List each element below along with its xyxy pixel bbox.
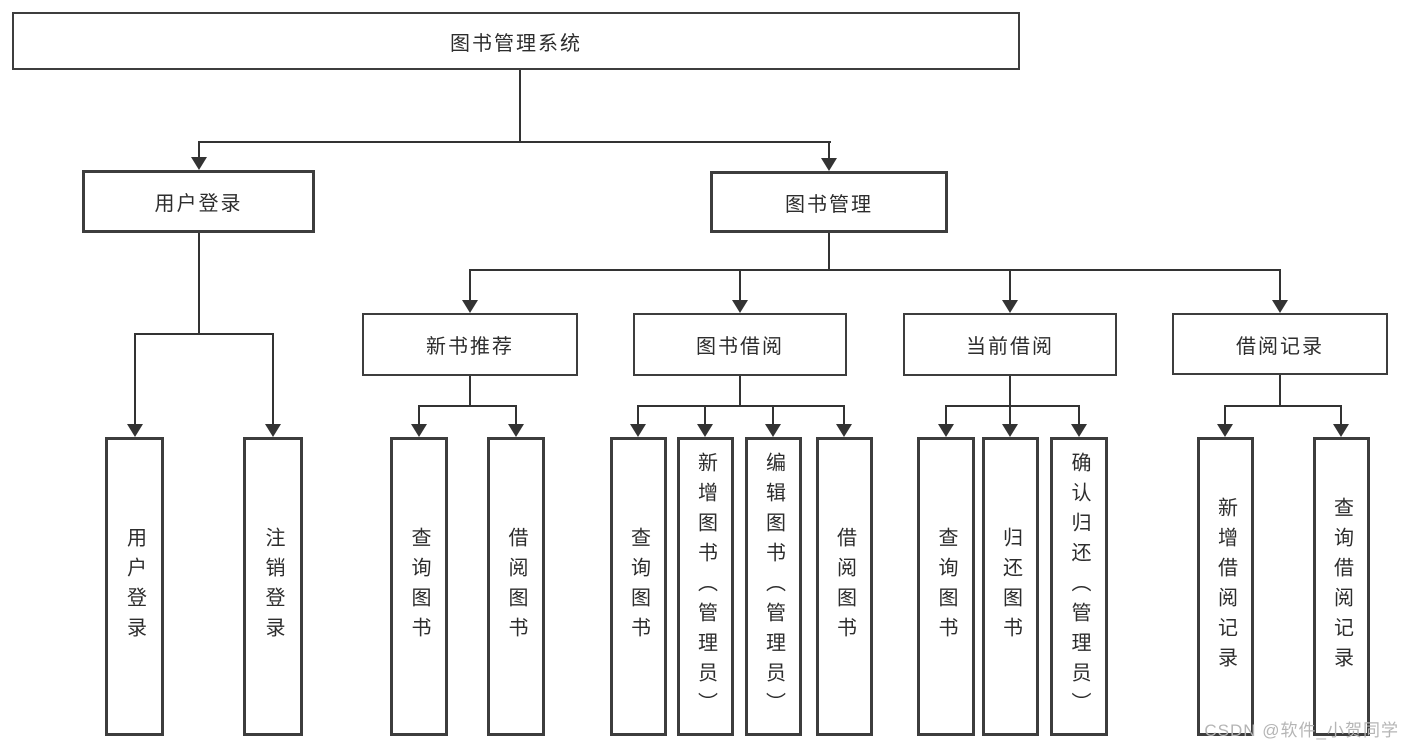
arrowhead-icon bbox=[765, 424, 781, 437]
leaf-add-book-admin: 新增图书（管理员） bbox=[677, 437, 734, 736]
connector-line bbox=[198, 141, 200, 159]
node-user-login: 用户登录 bbox=[82, 170, 315, 233]
arrowhead-icon bbox=[1071, 424, 1087, 437]
arrowhead-icon bbox=[630, 424, 646, 437]
leaf-query-borrow-record-label: 查询借阅记录 bbox=[1330, 496, 1353, 677]
node-book-management: 图书管理 bbox=[710, 171, 948, 233]
connector-line bbox=[828, 233, 830, 271]
arrowhead-icon bbox=[127, 424, 143, 437]
leaf-borrow-query-book-label: 查询图书 bbox=[627, 526, 650, 647]
connector-line bbox=[469, 269, 1281, 271]
node-new-book-recommend: 新书推荐 bbox=[362, 313, 578, 376]
arrowhead-icon bbox=[508, 424, 524, 437]
leaf-logout-label: 注销登录 bbox=[262, 526, 284, 647]
leaf-current-query-book-label: 查询图书 bbox=[935, 526, 957, 647]
connector-line bbox=[1224, 405, 1342, 407]
node-book-borrow-label: 图书借阅 bbox=[696, 336, 784, 358]
node-borrow-record: 借阅记录 bbox=[1172, 313, 1388, 375]
arrowhead-icon bbox=[697, 424, 713, 437]
node-current-borrow-label: 当前借阅 bbox=[966, 336, 1054, 358]
arrowhead-icon bbox=[191, 157, 207, 170]
connector-line bbox=[1009, 269, 1011, 301]
leaf-add-borrow-record-label: 新增借阅记录 bbox=[1214, 496, 1237, 677]
node-borrow-record-label: 借阅记录 bbox=[1236, 335, 1324, 358]
leaf-user-login: 用户登录 bbox=[105, 437, 164, 736]
connector-line bbox=[828, 141, 830, 159]
connector-line bbox=[1279, 269, 1281, 301]
leaf-current-query-book: 查询图书 bbox=[917, 437, 975, 736]
leaf-borrow-query-book: 查询图书 bbox=[610, 437, 667, 736]
leaf-edit-book-admin: 编辑图书（管理员） bbox=[745, 437, 802, 736]
leaf-add-borrow-record: 新增借阅记录 bbox=[1197, 437, 1254, 736]
connector-line bbox=[272, 333, 274, 425]
leaf-newbook-query-book: 查询图书 bbox=[390, 437, 448, 736]
connector-line bbox=[418, 405, 516, 407]
arrowhead-icon bbox=[411, 424, 427, 437]
connector-line bbox=[1340, 405, 1342, 426]
arrowhead-icon bbox=[821, 158, 837, 171]
arrowhead-icon bbox=[1002, 300, 1018, 313]
connector-line bbox=[1279, 375, 1281, 406]
leaf-logout: 注销登录 bbox=[243, 437, 303, 736]
connector-line bbox=[1009, 376, 1011, 406]
arrowhead-icon bbox=[462, 300, 478, 313]
connector-line bbox=[515, 405, 517, 426]
node-root: 图书管理系统 bbox=[12, 12, 1020, 70]
connector-line bbox=[198, 233, 200, 334]
arrowhead-icon bbox=[1217, 424, 1233, 437]
connector-line bbox=[469, 269, 471, 301]
connector-line bbox=[198, 141, 831, 143]
connector-line bbox=[843, 405, 845, 426]
connector-line bbox=[772, 405, 774, 426]
connector-line bbox=[637, 405, 639, 426]
arrowhead-icon bbox=[1333, 424, 1349, 437]
connector-line bbox=[134, 333, 136, 425]
connector-line bbox=[637, 405, 845, 407]
leaf-return-book-label: 归还图书 bbox=[999, 526, 1022, 647]
leaf-borrow-borrow-book-label: 借阅图书 bbox=[833, 526, 856, 647]
leaf-borrow-borrow-book: 借阅图书 bbox=[816, 437, 873, 736]
connector-line bbox=[1224, 405, 1226, 426]
arrowhead-icon bbox=[938, 424, 954, 437]
arrowhead-icon bbox=[1272, 300, 1288, 313]
connector-line bbox=[1078, 405, 1080, 426]
connector-line bbox=[739, 376, 741, 406]
arrowhead-icon bbox=[265, 424, 281, 437]
node-user-login-label: 用户登录 bbox=[154, 193, 243, 215]
leaf-return-book: 归还图书 bbox=[982, 437, 1039, 736]
arrowhead-icon bbox=[732, 300, 748, 313]
connector-line bbox=[704, 405, 706, 426]
leaf-confirm-return-admin: 确认归还（管理员） bbox=[1050, 437, 1108, 736]
node-new-book-recommend-label: 新书推荐 bbox=[426, 336, 514, 358]
csdn-watermark: CSDN @软件_小贺同学 bbox=[1204, 721, 1399, 740]
node-current-borrow: 当前借阅 bbox=[903, 313, 1117, 376]
connector-line bbox=[418, 405, 420, 426]
leaf-query-borrow-record: 查询借阅记录 bbox=[1313, 437, 1370, 736]
leaf-user-login-label: 用户登录 bbox=[123, 526, 146, 647]
node-root-label: 图书管理系统 bbox=[450, 32, 582, 55]
leaf-newbook-borrow-book: 借阅图书 bbox=[487, 437, 545, 736]
connector-line bbox=[739, 269, 741, 301]
leaf-add-book-admin-label: 新增图书（管理员） bbox=[694, 451, 717, 722]
arrowhead-icon bbox=[1002, 424, 1018, 437]
leaf-newbook-query-book-label: 查询图书 bbox=[408, 526, 430, 647]
leaf-confirm-return-admin-label: 确认归还（管理员） bbox=[1068, 451, 1090, 722]
connector-line bbox=[134, 333, 274, 335]
leaf-newbook-borrow-book-label: 借阅图书 bbox=[505, 526, 527, 647]
node-book-management-label: 图书管理 bbox=[785, 193, 873, 216]
connector-line bbox=[945, 405, 947, 426]
connector-line bbox=[519, 70, 521, 141]
connector-line bbox=[945, 405, 1079, 407]
leaf-edit-book-admin-label: 编辑图书（管理员） bbox=[762, 451, 785, 722]
node-book-borrow: 图书借阅 bbox=[633, 313, 847, 376]
connector-line bbox=[469, 376, 471, 406]
connector-line bbox=[1009, 405, 1011, 426]
arrowhead-icon bbox=[836, 424, 852, 437]
